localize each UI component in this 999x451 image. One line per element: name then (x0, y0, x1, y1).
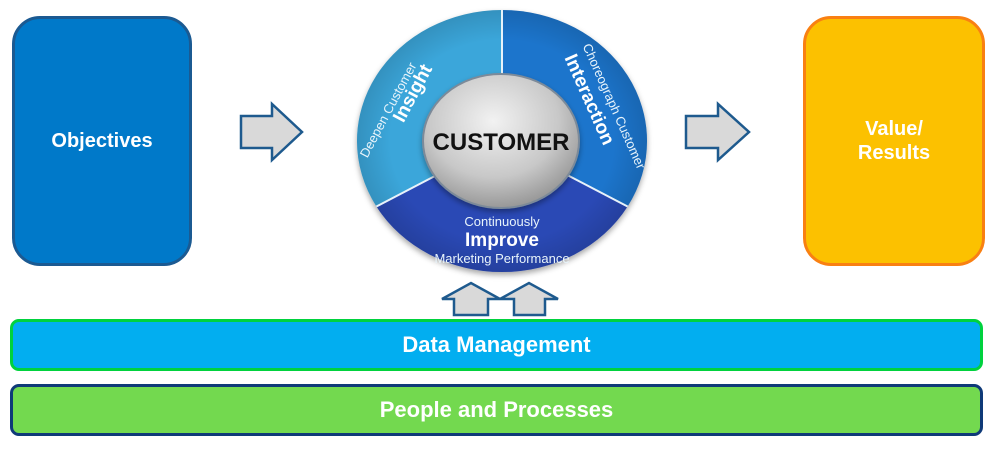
arrow-up-icon-1 (441, 281, 501, 317)
arrow-up-icon-2 (499, 281, 559, 317)
customer-hub (422, 73, 580, 209)
improve-subtitle-bottom: Marketing Performance (434, 251, 569, 266)
people-processes-bar: People and Processes (10, 384, 983, 436)
objectives-label: Objectives (51, 130, 153, 152)
improve-subtitle-top: Continuously (464, 214, 540, 229)
arrow-right-icon-right (684, 101, 751, 163)
objectives-box: Objectives (12, 16, 192, 266)
data-management-bar: Data Management (10, 319, 983, 371)
results-label: Results (857, 142, 931, 164)
value-results-box: Value/ Results (803, 16, 985, 266)
arrow-right-icon-left (239, 101, 304, 163)
customer-label: Customer (433, 129, 570, 156)
people-processes-label: People and Processes (379, 397, 614, 422)
data-management-label: Data Management (402, 332, 591, 357)
improve-title: Improve (465, 230, 539, 251)
value-label: Value/ (865, 118, 923, 140)
